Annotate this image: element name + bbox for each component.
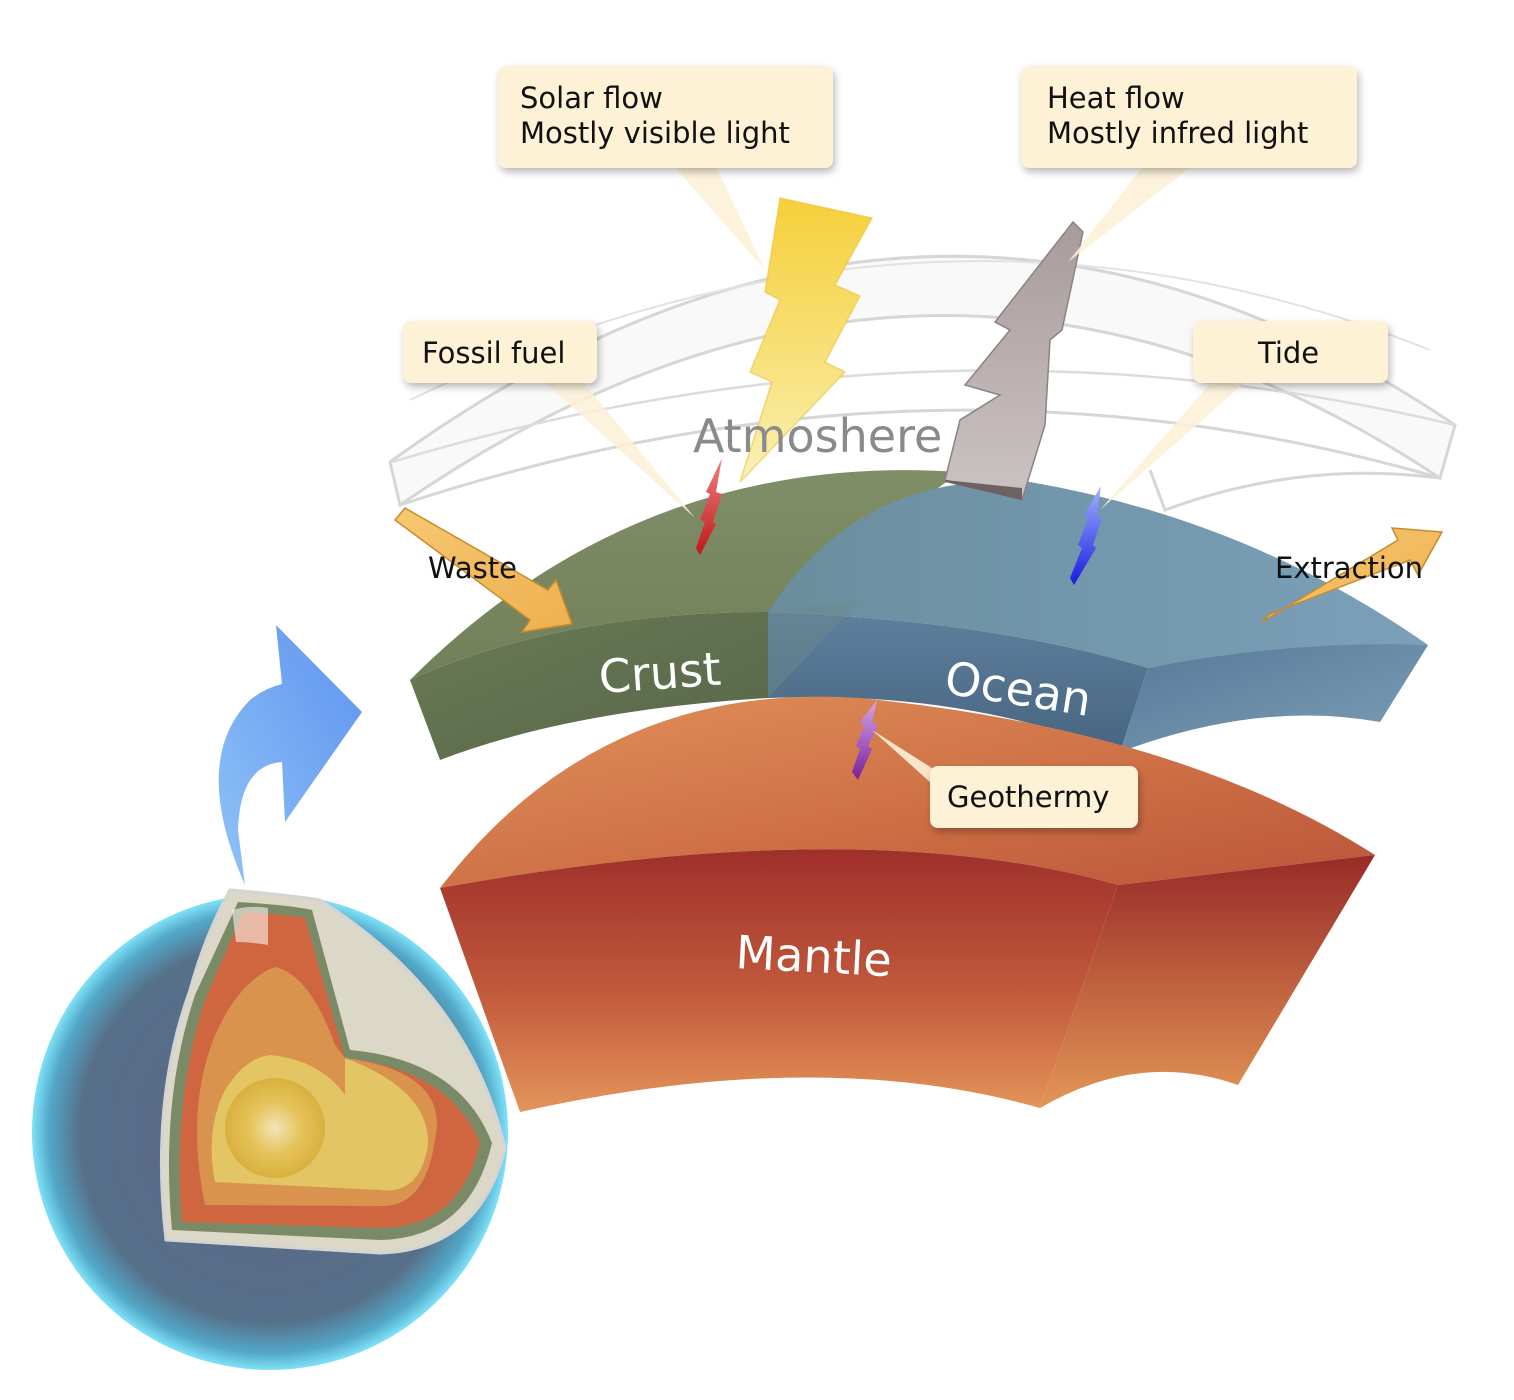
geothermy-callout: Geothermy: [872, 730, 1138, 828]
mantle-layer: [440, 696, 1375, 1112]
solar-bolt-icon: [739, 197, 874, 483]
fossil-fuel-label: Fossil fuel: [422, 336, 565, 370]
atmosphere-label: Atmoshere: [693, 409, 942, 463]
geothermy-label: Geothermy: [947, 780, 1109, 814]
solar-flow-title: Solar flow: [520, 81, 663, 115]
ocean-layer: [768, 481, 1428, 752]
fossil-fuel-callout: Fossil fuel: [403, 321, 695, 518]
solar-flow-subtitle: Mostly visible light: [520, 116, 790, 150]
solar-flow-callout: Solar flow Mostly visible light: [498, 66, 833, 270]
waste-label: Waste: [428, 551, 517, 585]
extraction-arrow-icon: [1261, 527, 1444, 623]
geothermy-bolt-icon: [852, 700, 878, 780]
heat-flow-subtitle: Mostly infred light: [1047, 116, 1308, 150]
tide-label: Tide: [1257, 336, 1319, 370]
tide-bolt-icon: [1070, 486, 1102, 585]
heat-flow-callout: Heat flow Mostly infred light: [1021, 66, 1357, 262]
atmosphere-layer: [388, 254, 1457, 512]
crust-label: Crust: [597, 642, 723, 704]
heat-flow-title: Heat flow: [1047, 81, 1185, 115]
heat-bolt-icon: [944, 220, 1084, 501]
waste-arrow-icon: [393, 507, 574, 634]
earth-cutaway-icon: [32, 888, 508, 1370]
extraction-label: Extraction: [1275, 551, 1423, 585]
tide-callout: Tide: [1100, 321, 1388, 510]
earth-zoom-arrow-icon: [218, 625, 362, 885]
fossil-fuel-bolt-icon: [696, 458, 722, 555]
mantle-label: Mantle: [734, 925, 893, 987]
